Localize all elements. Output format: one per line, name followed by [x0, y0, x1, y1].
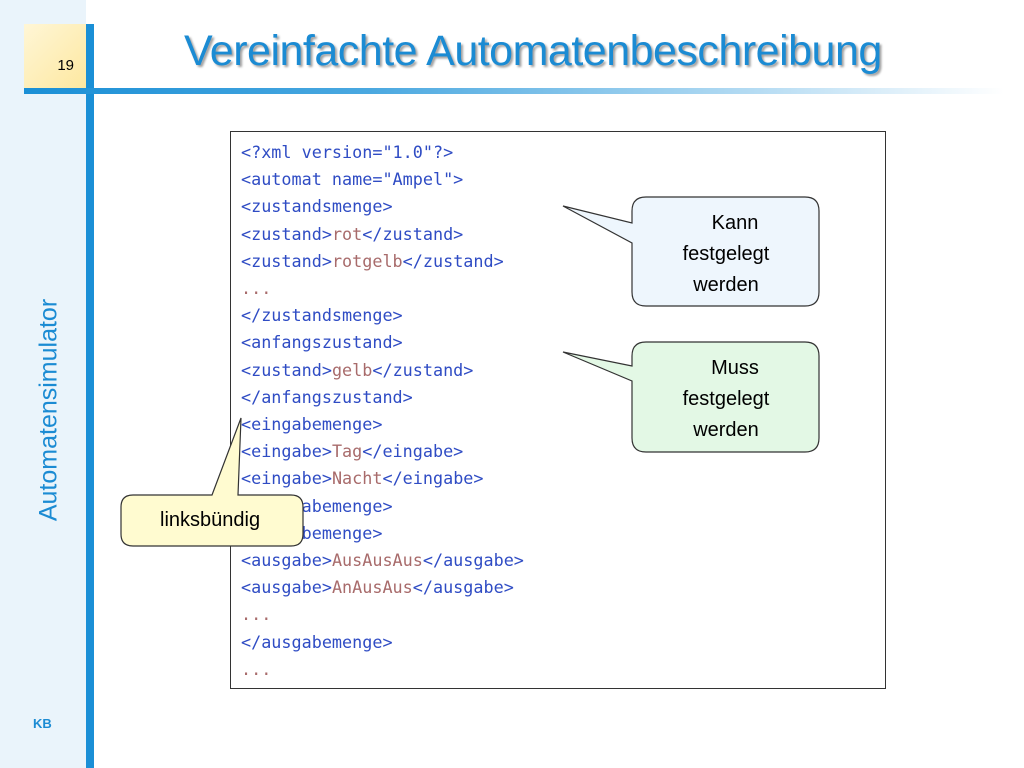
code-line: <?xml version="1.0"?>	[241, 142, 454, 162]
code-line: <zustand>rotgelb</zustand>	[241, 250, 504, 271]
vertical-divider	[86, 24, 94, 768]
page-number-box: 19	[24, 24, 86, 88]
callout-kann-line: Kann	[711, 212, 759, 234]
callout-kann-line: festgelegt	[682, 243, 770, 265]
code-line: <eingabe>Tag</eingabe>	[241, 441, 464, 462]
code-line: ...	[241, 278, 272, 299]
code-line: </anfangszustand>	[241, 386, 413, 407]
code-line: </ausgabemenge>	[241, 631, 393, 652]
callout-links-shape	[120, 417, 304, 547]
code-line: <zustand>rot</zustand>	[241, 223, 464, 244]
title-underline	[24, 88, 1004, 94]
callout-kann-text: Kann festgelegt werden	[652, 208, 800, 301]
code-line: <zustand>gelb</zustand>	[241, 359, 474, 380]
callout-kann-line: werden	[693, 274, 759, 296]
code-line: <eingabemenge>	[241, 414, 383, 435]
callout-muss-line: festgelegt	[682, 388, 770, 410]
callout-kann-shape	[562, 196, 820, 307]
callout-links-text: linksbündig	[160, 509, 261, 531]
footer-label: KB	[33, 716, 52, 731]
code-line: <anfangszustand>	[241, 332, 403, 353]
callout-muss-line: Muss	[711, 357, 759, 379]
code-line: ...	[241, 658, 272, 679]
code-line: </zustandsmenge>	[241, 305, 403, 326]
code-line: <zustandsmenge>	[241, 196, 393, 217]
code-line: <ausgabe>AnAusAus</ausgabe>	[241, 577, 514, 598]
sidebar	[0, 0, 86, 768]
code-line: <automat name="Ampel">	[241, 169, 464, 190]
callout-muss-shape	[562, 341, 820, 453]
callout-muss-text: Muss festgelegt werden	[652, 353, 800, 446]
code-line: ...	[241, 604, 272, 625]
code-line: <eingabe>Nacht</eingabe>	[241, 468, 484, 489]
slide-title: Vereinfachte Automatenbeschreibung	[184, 27, 882, 75]
page-number: 19	[57, 57, 74, 74]
callout-muss-line: werden	[693, 419, 759, 441]
code-line: <ausgabe>AusAusAus</ausgabe>	[241, 550, 524, 571]
